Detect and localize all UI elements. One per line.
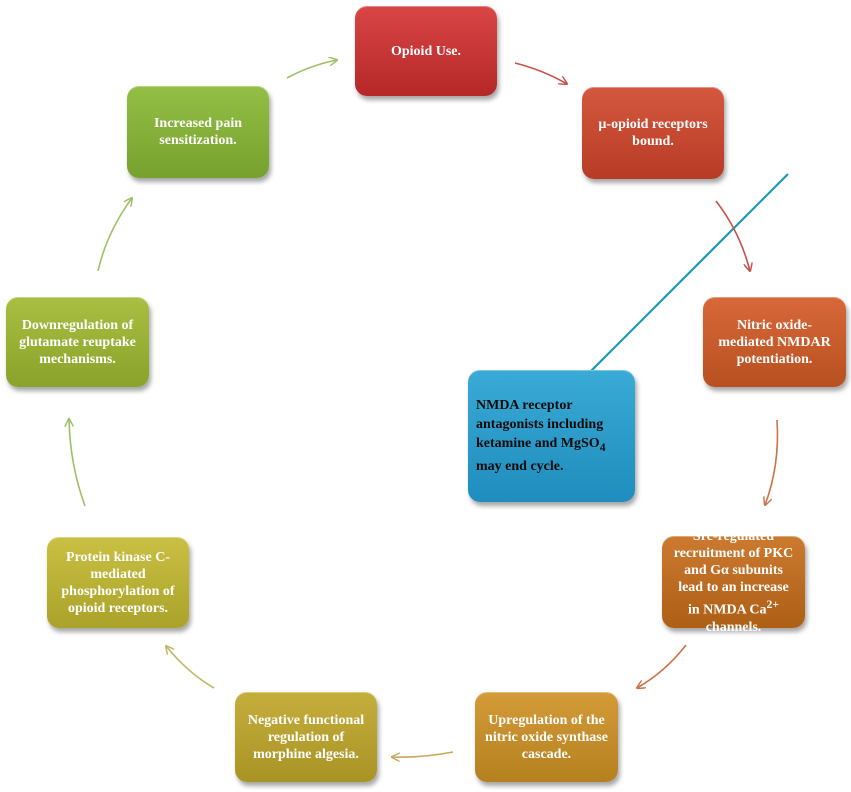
node-src-text-2: channels. <box>705 619 762 635</box>
arrow-pkc-to-downreg <box>69 419 86 507</box>
node-mu-opioid-label: µ-opioid receptors bound. <box>598 117 708 149</box>
node-src-text-1: Src-regulated recruitment of PKC and Gα … <box>673 529 794 618</box>
node-nmda-subscript: 4 <box>599 440 606 454</box>
node-mu-opioid-receptors: µ-opioid receptors bound. <box>582 87 724 179</box>
arrow-src-to-upreg <box>637 644 687 688</box>
node-src-superscript: 2+ <box>766 598 780 612</box>
node-downregulation-glutamate: Downregulation of glutamate reuptake mec… <box>6 297 149 387</box>
arrow-mu-to-nitric <box>715 200 750 271</box>
node-increased-pain: Increased pain sensitization. <box>127 86 269 178</box>
node-nitric-label: Nitric oxide-mediated NMDAR potentiation… <box>718 317 831 367</box>
node-src-label: Src-regulated recruitment of PKC and Gα … <box>672 528 795 636</box>
node-negative-label: Negative functional regulation of morphi… <box>247 712 365 762</box>
node-downreg-label: Downregulation of glutamate reuptake mec… <box>19 317 136 367</box>
node-nmda-label: NMDA receptor antagonists including keta… <box>476 396 627 476</box>
node-opioid-use: Opioid Use. <box>355 6 497 96</box>
arrow-opioid-to-mu <box>514 62 567 84</box>
node-nmda-text-2: may end cycle. <box>476 458 564 474</box>
node-pkc-label: Protein kinase C-mediated phosphorylatio… <box>61 549 175 616</box>
node-nmda-text-1: NMDA receptor antagonists including keta… <box>476 398 604 452</box>
node-negative-regulation: Negative functional regulation of morphi… <box>235 692 377 782</box>
node-opioid-use-label: Opioid Use. <box>390 43 461 59</box>
arrow-increased-to-opioid <box>286 60 337 79</box>
arrow-nitric-to-src <box>765 419 779 505</box>
node-upregulation-nos: Upregulation of the nitric oxide synthas… <box>475 692 618 782</box>
node-src-recruitment: Src-regulated recruitment of PKC and Gα … <box>662 529 805 635</box>
node-pkc-phosphorylation: Protein kinase C-mediated phosphorylatio… <box>47 537 189 628</box>
intervention-line <box>589 173 789 373</box>
node-nmda-antagonists: NMDA receptor antagonists including keta… <box>468 370 635 502</box>
node-increased-label: Increased pain sensitization. <box>153 116 243 148</box>
node-upreg-label: Upregulation of the nitric oxide synthas… <box>485 712 608 762</box>
node-nitric-oxide-nmdar: Nitric oxide-mediated NMDAR potentiation… <box>703 297 846 387</box>
arrow-negative-to-pkc <box>166 646 215 689</box>
arrow-downreg-to-increased <box>97 198 132 272</box>
arrow-upreg-to-negative <box>392 751 454 757</box>
